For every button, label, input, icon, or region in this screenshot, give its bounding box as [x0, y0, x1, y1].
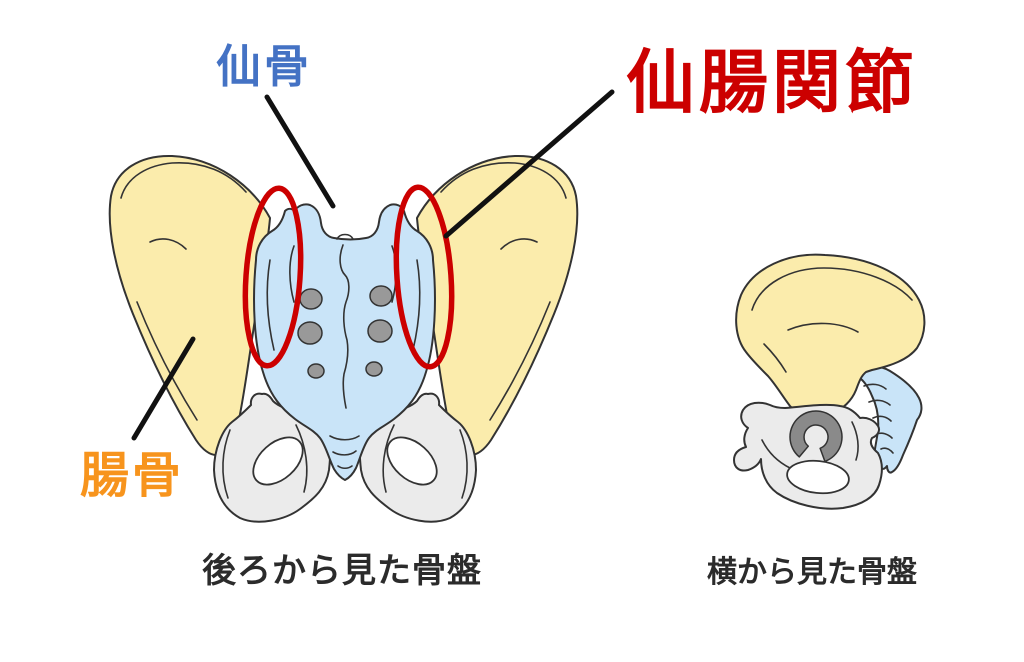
lateral-ilium-lower-line [763, 343, 787, 373]
lateral-pelvis-figure [733, 253, 926, 510]
sacrum-left-lateral-line [266, 259, 275, 351]
posterior-right-obturator-foramen [386, 436, 438, 486]
posterior-left-ilium-ridge-line [136, 301, 198, 421]
sacroiliac-joint-label: 仙腸関節 [626, 44, 918, 121]
coccyx-segment-line-3 [337, 465, 353, 470]
sacrum-right-lateral-line [412, 259, 421, 351]
posterior-left-ilium-small-line [149, 238, 187, 250]
posterior-right-ilium-ridge-line [489, 301, 551, 421]
sacral-foramen-upper-left [299, 288, 323, 310]
lateral-view-caption: 横から見た骨盤 [707, 556, 917, 589]
coccyx-segment-line-2 [332, 450, 357, 456]
posterior-right-ilium-crest-line [440, 161, 567, 199]
posterior-right-ilium-shape [416, 154, 579, 457]
posterior-right-ischium-line-1 [459, 429, 468, 499]
sacral-foramen-small-right [365, 361, 383, 377]
ilium-leader-line [131, 336, 196, 441]
sacrum-leader-line [264, 94, 336, 209]
lateral-ischium-line-2 [851, 421, 859, 461]
posterior-left-ischium-line-1 [222, 429, 231, 499]
sacral-foramen-small-left [307, 363, 325, 379]
posterior-left-ilium-crest-line [120, 161, 247, 199]
sacral-foramen-lower-right [367, 319, 393, 343]
lateral-ilium-mid-line [787, 322, 859, 333]
sacrum-left-ala-line [289, 245, 295, 303]
sacrum-top-notch-line [336, 233, 354, 240]
sacroiliac-leader-line [443, 89, 615, 239]
posterior-right-ischium-line-2 [382, 424, 395, 493]
lateral-obturator-foramen [786, 459, 850, 495]
posterior-left-ischium-line-2 [295, 424, 308, 493]
sacroiliac-joint-circle-right [393, 184, 455, 370]
sacrum-label: 仙骨 [216, 41, 313, 92]
sacral-foramen-upper-right [369, 285, 393, 307]
lateral-ischium-line-1 [761, 439, 791, 469]
lateral-sacrum-segment-1 [863, 383, 887, 390]
lateral-acetabulum-shape [789, 410, 843, 463]
coccyx-segment-line-1 [329, 435, 360, 441]
sacral-foramen-lower-left [297, 321, 323, 345]
posterior-view-caption: 後ろから見た骨盤 [202, 552, 482, 590]
sacrum-median-crest-line [339, 244, 350, 409]
posterior-pelvis-figure [108, 154, 579, 523]
lateral-sacrum-segment-2 [868, 399, 891, 406]
posterior-right-ilium-small-line [500, 238, 538, 250]
lateral-ilium-crest-line [751, 267, 913, 311]
lateral-sacrum-segment-3 [872, 415, 892, 422]
sacroiliac-joint-circle-left [242, 185, 304, 369]
ilium-label: 腸骨 [80, 449, 185, 503]
lateral-sacrum-segment-5 [880, 447, 894, 454]
posterior-left-obturator-foramen [252, 436, 304, 486]
